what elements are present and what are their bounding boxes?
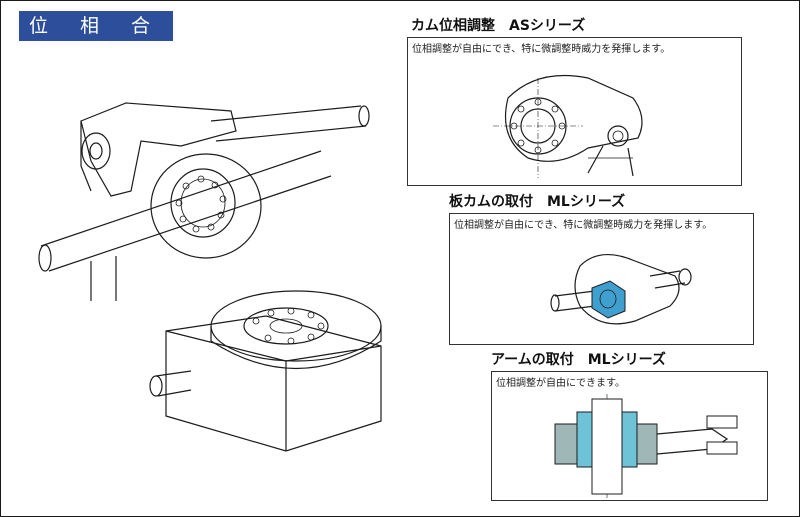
cam-phase-diagram <box>493 75 643 178</box>
panel-caption: 位相調整が自由にできます。 <box>496 378 625 389</box>
panel-arm-ml: 位相調整が自由にできます。 <box>491 371 768 501</box>
page-title-badge: 位 相 合 せ <box>19 11 173 67</box>
shaft-cam-assembly-illustration <box>38 102 370 301</box>
arm-mount-diagram <box>554 394 738 498</box>
plate-cam-diagram <box>550 254 692 325</box>
section-heading-arm-ml: アームの取付 MLシリーズ <box>491 352 666 368</box>
panel-caption: 位相調整が自由にでき、特に微調整時威力を発揮します。 <box>454 220 713 231</box>
panel-plate-cam-ml: 位相調整が自由にでき、特に微調整時威力を発揮します。 <box>449 213 754 345</box>
rotary-table-illustration <box>149 290 382 452</box>
panel-cam-phase-as: 位相調整が自由にでき、特に微調整時威力を発揮します。 <box>407 37 742 186</box>
section-heading-plate-cam-ml: 板カムの取付 MLシリーズ <box>449 194 626 210</box>
section-heading-cam-phase-as: カム位相調整 ASシリーズ <box>411 18 586 34</box>
panel-caption: 位相調整が自由にでき、特に微調整時威力を発揮します。 <box>412 44 671 55</box>
